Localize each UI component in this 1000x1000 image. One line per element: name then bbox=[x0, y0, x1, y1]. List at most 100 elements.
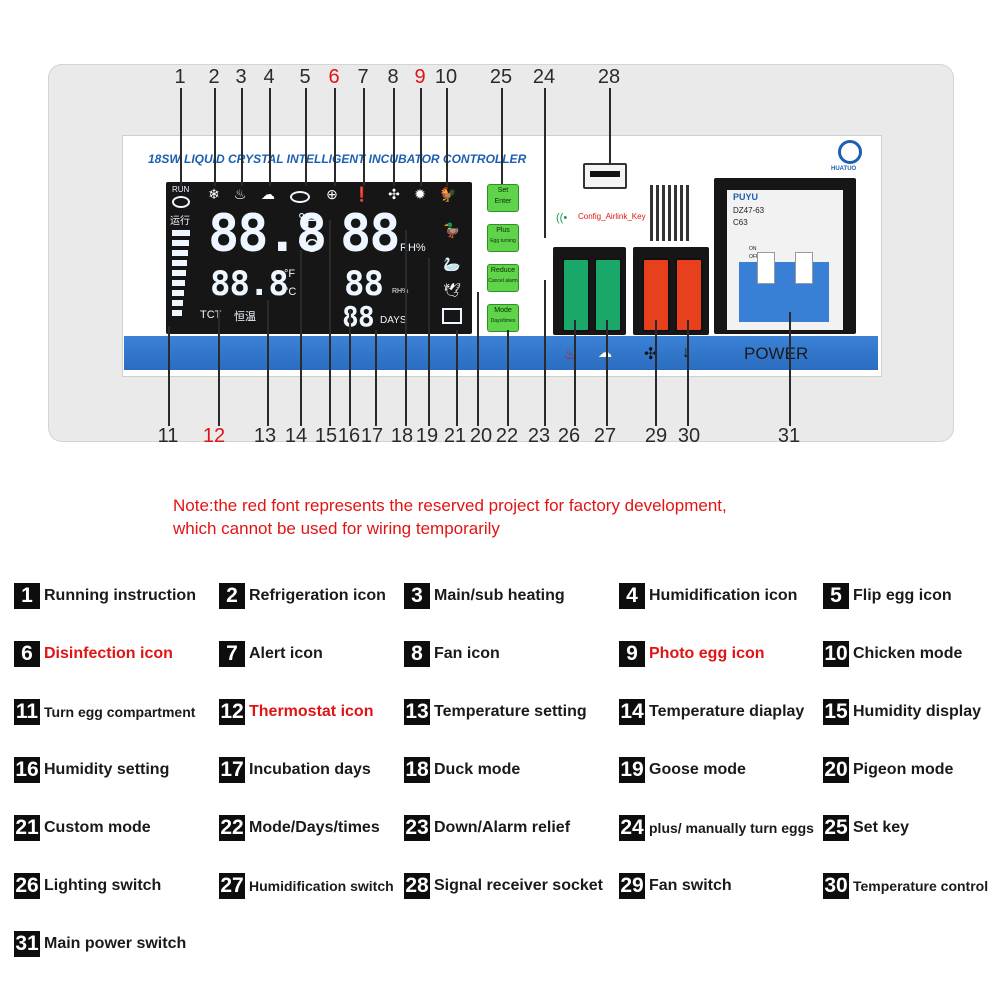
lighting-switch[interactable] bbox=[562, 258, 590, 332]
callout-number: 4 bbox=[263, 66, 275, 88]
alert-icon: ❗ bbox=[353, 186, 371, 202]
leader-line bbox=[428, 258, 430, 426]
leader-line bbox=[606, 320, 608, 426]
temperature-control-switch[interactable] bbox=[675, 258, 703, 332]
legend-text: Pigeon mode bbox=[853, 761, 954, 778]
thermostat-label: 恒温 bbox=[234, 311, 256, 323]
legend-text: Temperature control bbox=[853, 878, 989, 894]
legend-number: 29 bbox=[619, 873, 645, 899]
main-power-switch[interactable]: PUYU DZ47-63 C63 ON OFF bbox=[727, 190, 843, 330]
power-label: POWER bbox=[744, 344, 809, 363]
callout-number: 3 bbox=[235, 66, 247, 88]
callout-number: 10 bbox=[434, 66, 458, 88]
leader-line bbox=[456, 330, 458, 426]
reduce-button[interactable]: Reduce Cancel alarm bbox=[487, 264, 519, 292]
cancel-alarm-label: Cancel alarm bbox=[488, 278, 518, 284]
legend-text: Temperature diaplay bbox=[649, 703, 805, 720]
set-enter-button[interactable]: Set Enter bbox=[487, 184, 519, 212]
callout-number: 20 bbox=[469, 425, 493, 447]
sub-rh-label: RH% bbox=[392, 288, 409, 295]
callout-number: 22 bbox=[495, 425, 519, 447]
note-line-2: which cannot be used for wiring temporar… bbox=[173, 519, 500, 538]
note-line-1: Note:the red font represents the reserve… bbox=[173, 496, 727, 515]
legend-number: 17 bbox=[219, 757, 245, 783]
leader-line bbox=[329, 220, 331, 426]
callout-number: 13 bbox=[253, 425, 277, 447]
fan-icon: ✣ bbox=[388, 186, 400, 202]
legend-number: 6 bbox=[14, 641, 40, 667]
reduce-label: Reduce bbox=[490, 267, 516, 274]
tct-label: TCT bbox=[200, 309, 222, 321]
lighting-switch-icon: ♨ bbox=[564, 346, 577, 362]
callout-number: 23 bbox=[527, 425, 551, 447]
unit-f: °F bbox=[298, 210, 317, 230]
legend-number: 19 bbox=[619, 757, 645, 783]
callout-number: 11 bbox=[157, 425, 179, 447]
fan-switch[interactable] bbox=[642, 258, 670, 332]
leader-line bbox=[218, 310, 220, 426]
legend-number: 25 bbox=[823, 815, 849, 841]
egg-turning-label: Egg turning bbox=[490, 238, 516, 244]
legend-text: Turn egg compartment bbox=[44, 704, 196, 720]
flame-icon: ♨ bbox=[233, 186, 247, 202]
mode-button[interactable]: Mode Days/times bbox=[487, 304, 519, 332]
humidity-display: 88 bbox=[340, 204, 401, 264]
legend-number: 23 bbox=[404, 815, 430, 841]
leader-line bbox=[393, 88, 395, 186]
leader-line bbox=[446, 88, 448, 186]
callout-number: 28 bbox=[597, 66, 621, 88]
qr-code bbox=[650, 185, 690, 241]
legend-text: Temperature setting bbox=[434, 703, 587, 720]
humidification-switch[interactable] bbox=[594, 258, 622, 332]
disinfection-icon: ⊕ bbox=[326, 186, 338, 202]
wifi-icon: ((• bbox=[556, 212, 568, 224]
usb-signal-socket[interactable] bbox=[583, 163, 627, 189]
breaker-off-label: OFF bbox=[749, 254, 759, 260]
rh-label: RH% bbox=[400, 242, 426, 254]
legend-text: Flip egg icon bbox=[853, 587, 952, 604]
callout-number: 24 bbox=[532, 66, 556, 88]
leader-line bbox=[349, 310, 351, 426]
callout-number: 25 bbox=[489, 66, 513, 88]
plus-button[interactable]: Plus Egg turning bbox=[487, 224, 519, 252]
breaker-handles[interactable] bbox=[739, 252, 829, 322]
incubation-days: 88 bbox=[342, 300, 375, 333]
brand-logo-icon bbox=[838, 140, 862, 164]
legend-text: Lighting switch bbox=[44, 877, 162, 894]
leader-line bbox=[214, 88, 216, 186]
flip-egg-icon bbox=[290, 191, 310, 203]
leader-line bbox=[305, 88, 307, 186]
legend-number: 27 bbox=[219, 873, 245, 899]
legend-text: Running instruction bbox=[44, 587, 196, 604]
leader-line bbox=[420, 88, 422, 186]
legend-number: 21 bbox=[14, 815, 40, 841]
leader-line bbox=[687, 320, 689, 426]
leader-line bbox=[655, 320, 657, 426]
callout-number: 7 bbox=[357, 66, 369, 88]
leader-line bbox=[501, 88, 503, 184]
legend-text: Goose mode bbox=[649, 761, 746, 778]
legend-number: 1 bbox=[14, 583, 40, 609]
legend-number: 4 bbox=[619, 583, 645, 609]
legend-text: Main/sub heating bbox=[434, 587, 565, 604]
sub-unit-c: °C bbox=[284, 286, 297, 298]
breaker-on-label: ON bbox=[749, 246, 757, 252]
note: Note:the red font represents the reserve… bbox=[173, 494, 893, 540]
leader-line bbox=[363, 88, 365, 186]
legend-number: 15 bbox=[823, 699, 849, 725]
legend-number: 8 bbox=[404, 641, 430, 667]
leader-line bbox=[544, 88, 546, 238]
